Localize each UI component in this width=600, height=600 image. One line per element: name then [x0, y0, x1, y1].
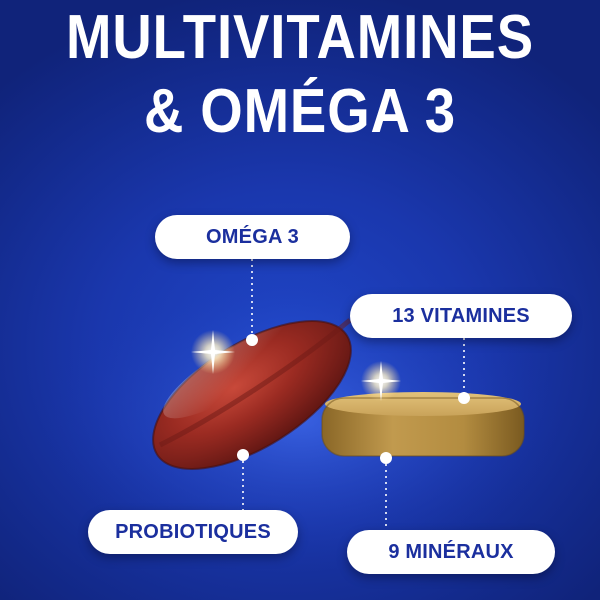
label-vitamins-text: 13 VITAMINES [392, 304, 530, 327]
label-minerals: 9 MINÉRAUX [347, 530, 555, 574]
label-vitamins: 13 VITAMINES [350, 294, 572, 338]
sparkle-icon [191, 330, 401, 401]
label-probiotics-text: PROBIOTIQUES [115, 520, 271, 543]
label-omega-text: OMÉGA 3 [206, 225, 299, 248]
headline-line-1: MULTIVITAMINES [66, 3, 534, 72]
label-minerals-text: 9 MINÉRAUX [388, 540, 514, 563]
label-probiotics: PROBIOTIQUES [88, 510, 298, 554]
connector-lines [242, 259, 465, 530]
softgel-capsule-icon [152, 318, 352, 470]
headline-line-2: & OMÉGA 3 [143, 77, 457, 146]
anchor-dots [237, 334, 470, 464]
label-omega: OMÉGA 3 [155, 215, 350, 259]
tablet-icon [321, 392, 525, 457]
